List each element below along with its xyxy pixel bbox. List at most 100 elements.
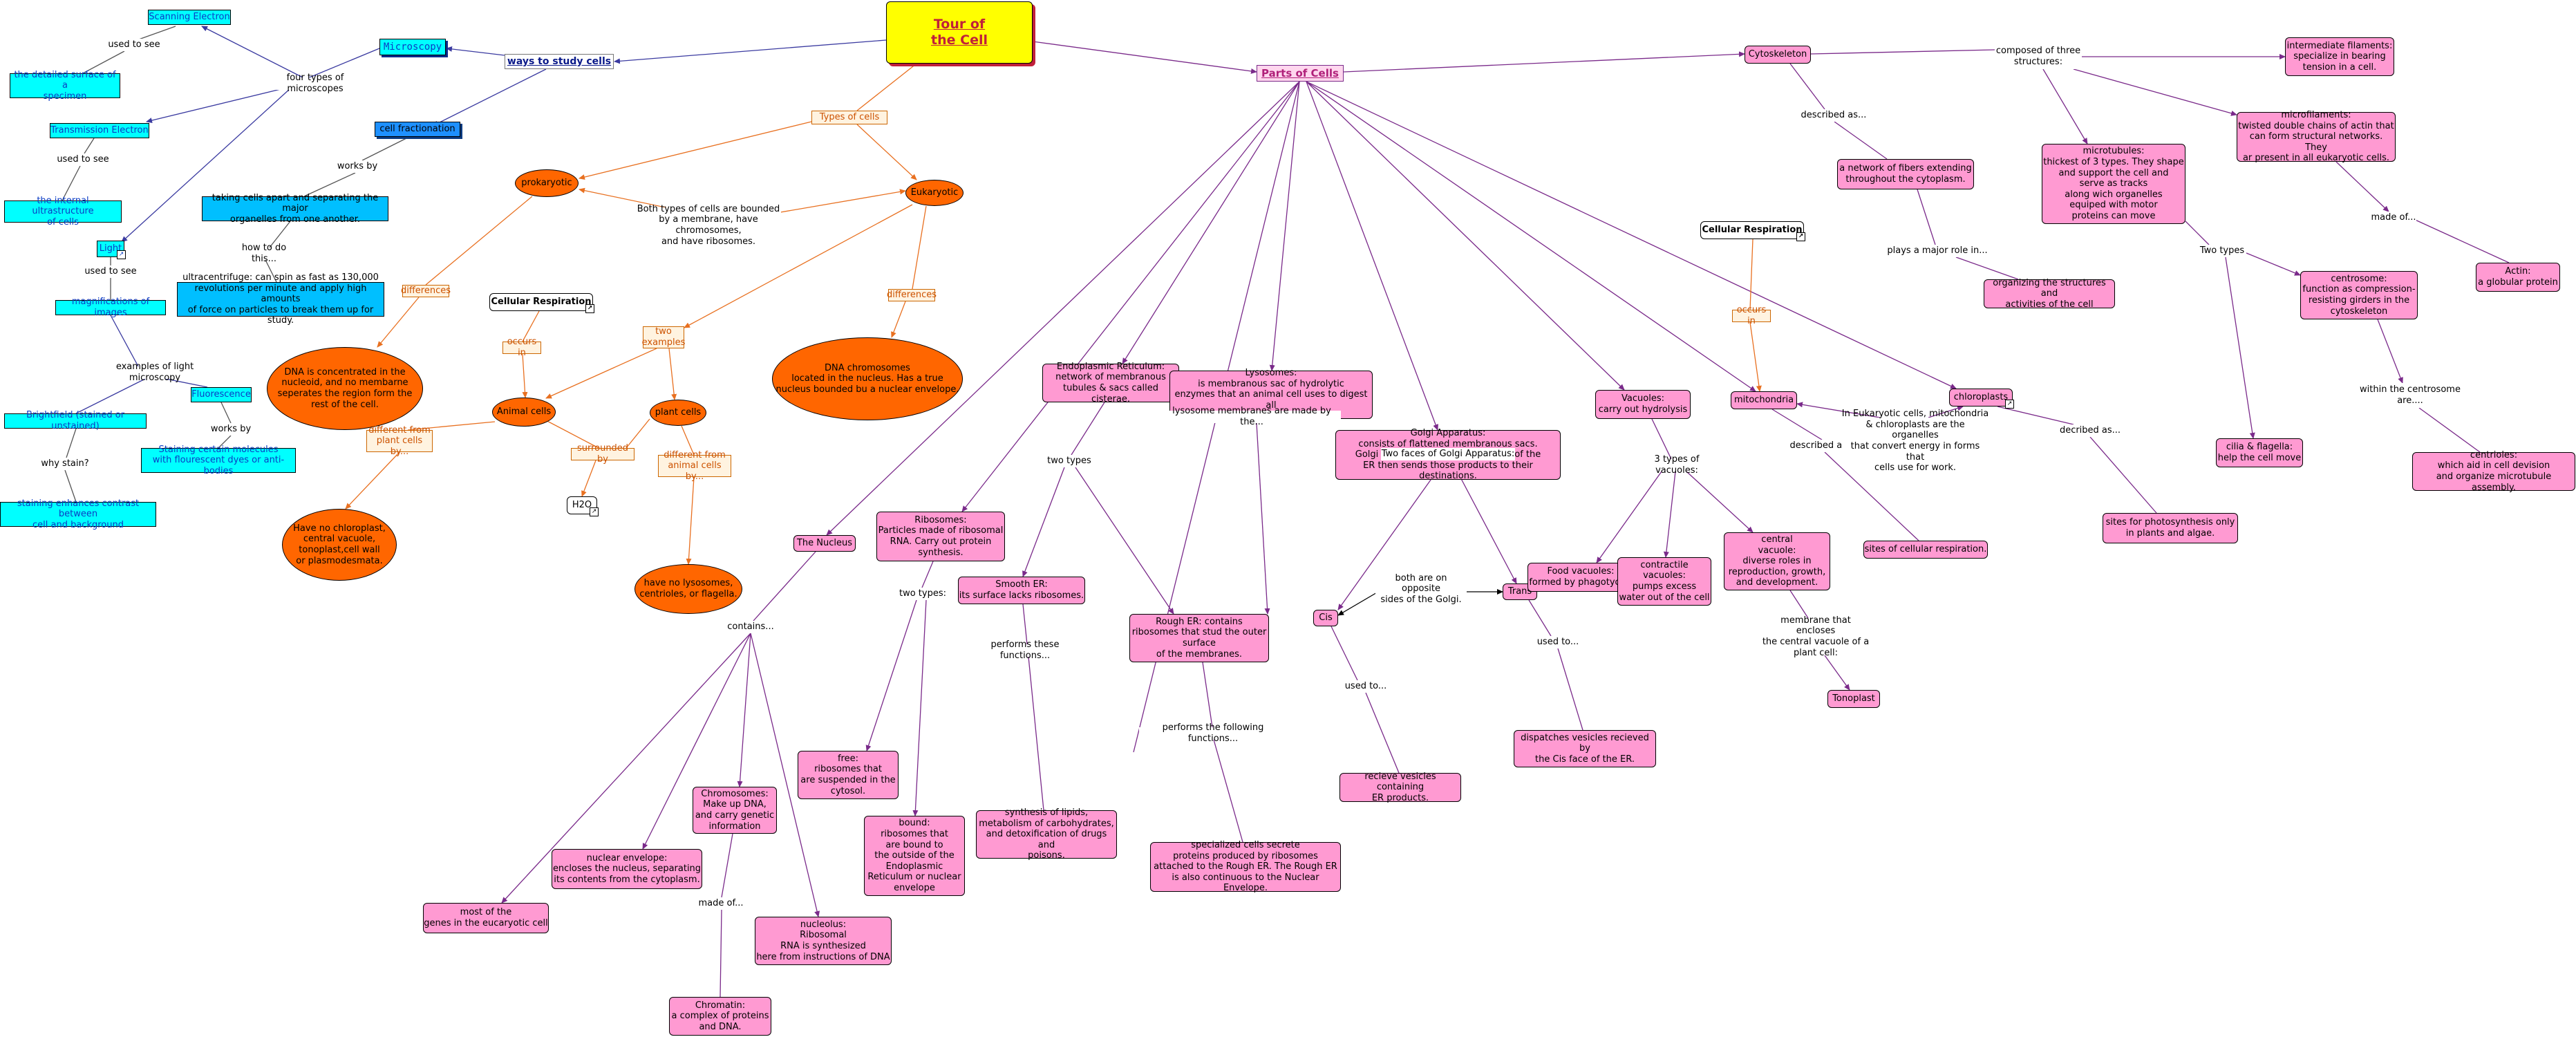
concept-node-chloroplasts[interactable]: chloroplasts↗	[1949, 389, 2014, 409]
concept-node-stainingenh[interactable]: staining enhances contrast between cell …	[0, 498, 156, 530]
concept-node-roughER[interactable]: Rough ER: contains ribosomes that stud t…	[1129, 614, 1269, 662]
connector-line	[2412, 218, 2510, 263]
concept-node-tonoplast[interactable]: Tonoplast	[1827, 690, 1880, 708]
concept-node-prokaryotic[interactable]: prokaryotic	[515, 169, 579, 197]
node-text: used to...	[1536, 637, 1579, 648]
concept-node-plant[interactable]: plant cells	[650, 400, 706, 426]
concept-node-micro[interactable]: Microscopy	[379, 39, 446, 55]
link-phrase-fourtypes: four types of microscopes	[258, 73, 372, 94]
concept-node-actin[interactable]: Actin: a globular protein	[2476, 263, 2560, 292]
node-text: Cytoskeleton	[1748, 49, 1807, 60]
link-phrase-twoex: two examples	[642, 326, 685, 348]
node-text: centrosome: function as compression- res…	[2302, 273, 2416, 317]
connector-line	[361, 136, 410, 161]
node-text: differences	[886, 290, 937, 301]
link-phrase-surrounded: surrounded by	[571, 443, 634, 465]
concept-node-centralvac[interactable]: central vacuole: diverse roles in reprod…	[1724, 532, 1830, 590]
concept-node-transmission[interactable]: Transmission Electron	[50, 123, 149, 138]
concept-node-tour[interactable]: Tour of the Cell	[886, 1, 1033, 64]
concept-node-cellresp1[interactable]: Cellular Respiration↗	[489, 293, 594, 313]
concept-node-ultracent[interactable]: ultracentrifuge: can spin as fast as 130…	[177, 272, 384, 326]
concept-node-contractile[interactable]: contractile vacuoles: pumps excess water…	[1617, 557, 1711, 606]
concept-node-centrioles[interactable]: centrioles: which aid in cell devision a…	[2412, 450, 2575, 493]
node-text: why stain?	[41, 458, 89, 469]
concept-node-mostof[interactable]: most of the genes in the eucaryotic cell	[423, 903, 549, 933]
concept-node-dispatch[interactable]: dispatches vesicles recieved by the Cis …	[1514, 730, 1656, 767]
concept-node-h2o[interactable]: H2O↗	[567, 496, 599, 516]
concept-node-sitesresp[interactable]: sites of cellular respiration.	[1863, 541, 1988, 559]
concept-node-smoother[interactable]: Smooth ER: its surface lacks ribosomes.	[958, 577, 1085, 604]
concept-node-network[interactable]: a network of fibers extending throughout…	[1837, 159, 1974, 189]
concept-node-dnapro[interactable]: DNA is concentrated in the nucleoid, and…	[267, 347, 423, 430]
link-resource-icon[interactable]: ↗	[2005, 400, 2014, 409]
link-resource-icon[interactable]: ↗	[590, 507, 599, 516]
concept-node-cellfrac[interactable]: cell fractionation	[375, 122, 460, 137]
concept-node-mitochondria[interactable]: mitochondria	[1731, 391, 1797, 409]
node-text: Transmission Electron	[50, 125, 149, 136]
concept-node-chromatin[interactable]: Chromatin: a complex of proteins and DNA…	[669, 997, 771, 1036]
concept-node-eukaryotic[interactable]: Eukaryotic	[905, 180, 963, 206]
concept-node-bound[interactable]: bound: ribosomes that are bound to the o…	[864, 816, 965, 896]
concept-node-vacuoles[interactable]: Vacuoles: carry out hydrolysis	[1595, 390, 1691, 419]
link-resource-icon[interactable]: ↗	[117, 250, 126, 259]
concept-node-free[interactable]: free: ribosomes that are suspended in th…	[798, 751, 899, 799]
connector-line	[686, 476, 695, 565]
concept-node-cellresp2[interactable]: Cellular Respiration↗	[1700, 221, 1805, 241]
concept-node-staining[interactable]: Staining certain molecules with flouresc…	[141, 445, 296, 476]
node-text: Cis	[1319, 613, 1333, 624]
concept-node-parts[interactable]: Parts of Cells	[1257, 65, 1344, 82]
concept-node-er[interactable]: Endoplasmic Reticulum: network of membra…	[1042, 362, 1179, 404]
concept-node-detailed[interactable]: the detailed surface of a specimen	[10, 70, 120, 102]
concept-node-cilia[interactable]: cilia & flagella: help the cell move	[2216, 438, 2303, 467]
node-text: contains...	[727, 622, 774, 633]
concept-node-sitesphoto[interactable]: sites for photosynthesis only in plants …	[2103, 513, 2238, 543]
concept-node-fluorescence[interactable]: Fluorescence	[191, 387, 252, 402]
concept-node-dnaeuk[interactable]: DNA chromosomes located in the nucleus. …	[772, 337, 963, 420]
connector-line	[1596, 471, 1662, 563]
concept-node-centrosome[interactable]: centrosome: function as compression- res…	[2300, 271, 2418, 319]
concept-node-ribosomes[interactable]: Ribosomes: Particles made of ribosomal R…	[876, 512, 1005, 561]
concept-node-nucleolus[interactable]: nucleolus: Ribosomal RNA is synthesized …	[755, 917, 892, 965]
concept-node-noclo[interactable]: Have no chloroplast, central vacuole, to…	[282, 509, 397, 581]
node-text: magnifications of images	[71, 297, 150, 318]
concept-node-takingapart[interactable]: taking cells apart and separating the ma…	[202, 193, 388, 225]
node-text: microfilaments: twisted double chains of…	[2238, 110, 2394, 164]
connector-line	[1451, 460, 1517, 584]
concept-node-scanning[interactable]: Scanning Electron	[148, 10, 231, 25]
node-text: sites of cellular respiration.	[1864, 544, 1987, 555]
concept-node-nucleus[interactable]: The Nucleus	[793, 535, 856, 552]
concept-node-food[interactable]: Food vacuoles: formed by phagotyosis	[1527, 563, 1634, 592]
connector-line	[1337, 591, 1379, 616]
concept-node-nolyso[interactable]: have no lysosomes, centrioles, or flagel…	[634, 564, 742, 614]
concept-node-ways[interactable]: ways to study cells	[505, 54, 614, 69]
connector-line	[720, 909, 722, 998]
concept-node-light[interactable]: Light↗	[97, 241, 126, 259]
concept-node-cis[interactable]: Cis	[1313, 610, 1338, 626]
node-text: The Nucleus	[796, 538, 853, 549]
concept-node-internal[interactable]: the internal ultrastructure of cells	[4, 196, 122, 227]
concept-node-chromo[interactable]: Chromosomes: Make up DNA, and carry gene…	[693, 787, 777, 834]
concept-node-synthesis[interactable]: synthesis of lipids, metabolism of carbo…	[976, 807, 1117, 861]
concept-node-cytoskeleton[interactable]: Cytoskeleton	[1745, 46, 1811, 64]
concept-node-microtubules[interactable]: microtubules: thickest of 3 types. They …	[2042, 144, 2185, 224]
concept-node-intermediate[interactable]: intermediate filaments: specialize in be…	[2285, 37, 2394, 76]
node-text: sites for photosynthesis only in plants …	[2105, 517, 2235, 539]
link-phrase-composed: composed of three structures:	[1995, 44, 2082, 69]
link-resource-icon[interactable]: ↗	[585, 304, 594, 313]
concept-node-animal[interactable]: Animal cells	[492, 398, 556, 427]
link-phrase-performs2: performs the following functions...	[1139, 722, 1287, 744]
node-text: both are on opposite sides of the Golgi.	[1380, 572, 1462, 605]
concept-node-nucenv[interactable]: nuclear envelope: encloses the nucleus, …	[552, 849, 702, 889]
connector-line	[1306, 81, 1756, 392]
concept-node-magnif[interactable]: magnifications of images	[55, 297, 166, 318]
concept-node-organizing[interactable]: organizing the structures and activities…	[1984, 278, 2115, 310]
node-text: In Eukaryotic cells, mitochondria & chlo…	[1841, 409, 1989, 474]
concept-node-brightfield[interactable]: Brightfield (stained or unstained)	[4, 410, 147, 431]
link-resource-icon[interactable]: ↗	[1796, 232, 1805, 241]
node-text: four types of microscopes	[286, 73, 344, 94]
concept-node-microfil[interactable]: microfilaments: twisted double chains of…	[2237, 110, 2396, 164]
concept-node-receive[interactable]: recieve vesicles containing ER products.	[1339, 772, 1461, 803]
concept-node-specialized[interactable]: specialized cells secrete proteins produ…	[1150, 840, 1341, 893]
node-text: Animal cells	[496, 407, 552, 418]
link-phrase-describedas1: described as...	[1800, 109, 1868, 122]
